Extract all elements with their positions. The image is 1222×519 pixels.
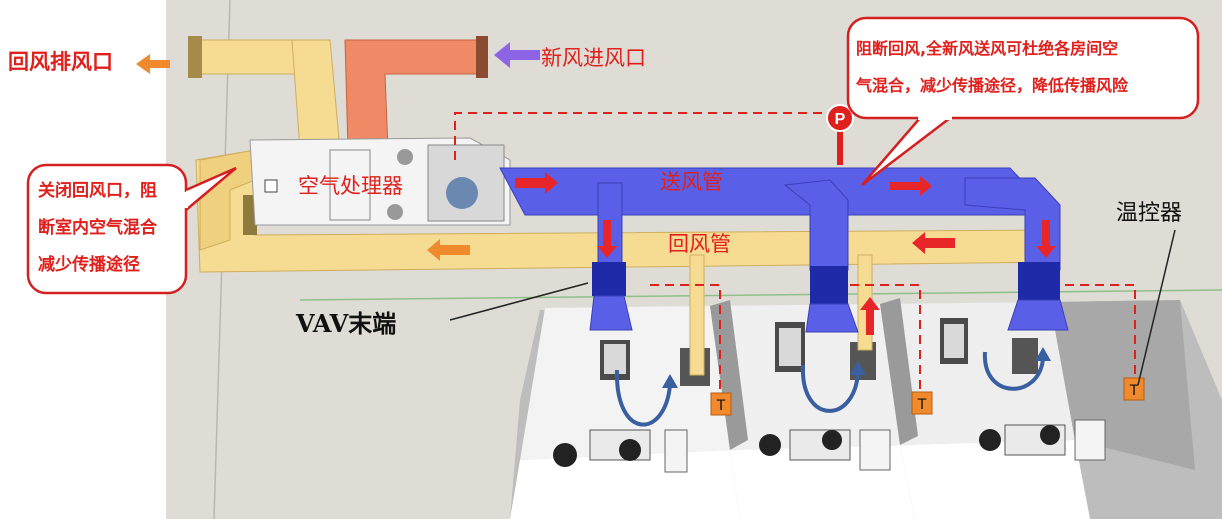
room-3-furniture — [940, 318, 1106, 461]
return-exhaust-duct — [188, 36, 341, 151]
callout-left-line-1: 关闭回风口，阻 — [38, 181, 157, 201]
pressure-sensor-label: P — [835, 111, 846, 128]
thermostat-1-glyph: T — [716, 398, 726, 414]
supply-flow-arrows — [515, 172, 1056, 335]
control-wiring — [454, 112, 1136, 395]
callout-left-line-3: 减少传播途径 — [38, 255, 140, 275]
supply-duct — [499, 167, 1069, 333]
thermostat-3-glyph: T — [1129, 383, 1139, 399]
ground-line — [299, 289, 1222, 301]
air-handler-label: 空气处理器 — [298, 174, 403, 198]
fresh-air-duct — [344, 36, 488, 151]
partition-wall-2 — [880, 298, 918, 445]
exhaust-outlet-arrow — [136, 54, 170, 74]
thermostat-label: 温控器 — [1116, 201, 1183, 226]
room-2-furniture — [759, 322, 891, 471]
return-riser-1 — [689, 254, 705, 376]
room-3-floor — [900, 440, 1090, 519]
supply-duct-label: 送风管 — [660, 170, 723, 194]
callout-left-text: 关闭回风口，阻 断室内空气混合 减少传播途径 — [38, 173, 157, 284]
callout-right — [846, 16, 1200, 186]
return-flow-arrows — [427, 232, 955, 261]
circulation-arrows — [614, 351, 1045, 427]
fresh-air-inlet-label: 新风进风口 — [541, 46, 646, 70]
room-1-furniture — [553, 340, 710, 473]
callout-left-line-2: 断室内空气混合 — [38, 218, 157, 238]
room-1-wall — [520, 306, 730, 460]
vav-terminal-label: VAV末端 — [296, 309, 397, 338]
callout-right-line-2: 气混合，减少传播途径，降低传播风险 — [856, 76, 1129, 95]
thermostat-2-glyph: T — [917, 397, 927, 413]
fresh-inlet-arrow — [494, 42, 540, 68]
vav-pointer-line — [449, 282, 589, 321]
thermostat-1: T — [710, 392, 732, 416]
thermostat-2: T — [911, 391, 933, 415]
thermostat-3: T — [1123, 377, 1145, 401]
thermostat-pointer-line — [1137, 229, 1176, 386]
return-duct-label: 回风管 — [668, 232, 731, 256]
air-handler-unit — [249, 137, 511, 226]
pressure-sensor — [826, 104, 854, 165]
callout-left — [26, 163, 237, 295]
callout-right-text: 阻断回风,全新风送风可杜绝各房间空 气混合，减少传播途径，降低传播风险 — [856, 30, 1128, 104]
callout-right-line-1: 阻断回风,全新风送风可杜绝各房间空 — [856, 39, 1119, 58]
return-exhaust-outlet-label: 回风排风口 — [8, 50, 113, 74]
circulation-arrowheads — [662, 347, 1051, 388]
